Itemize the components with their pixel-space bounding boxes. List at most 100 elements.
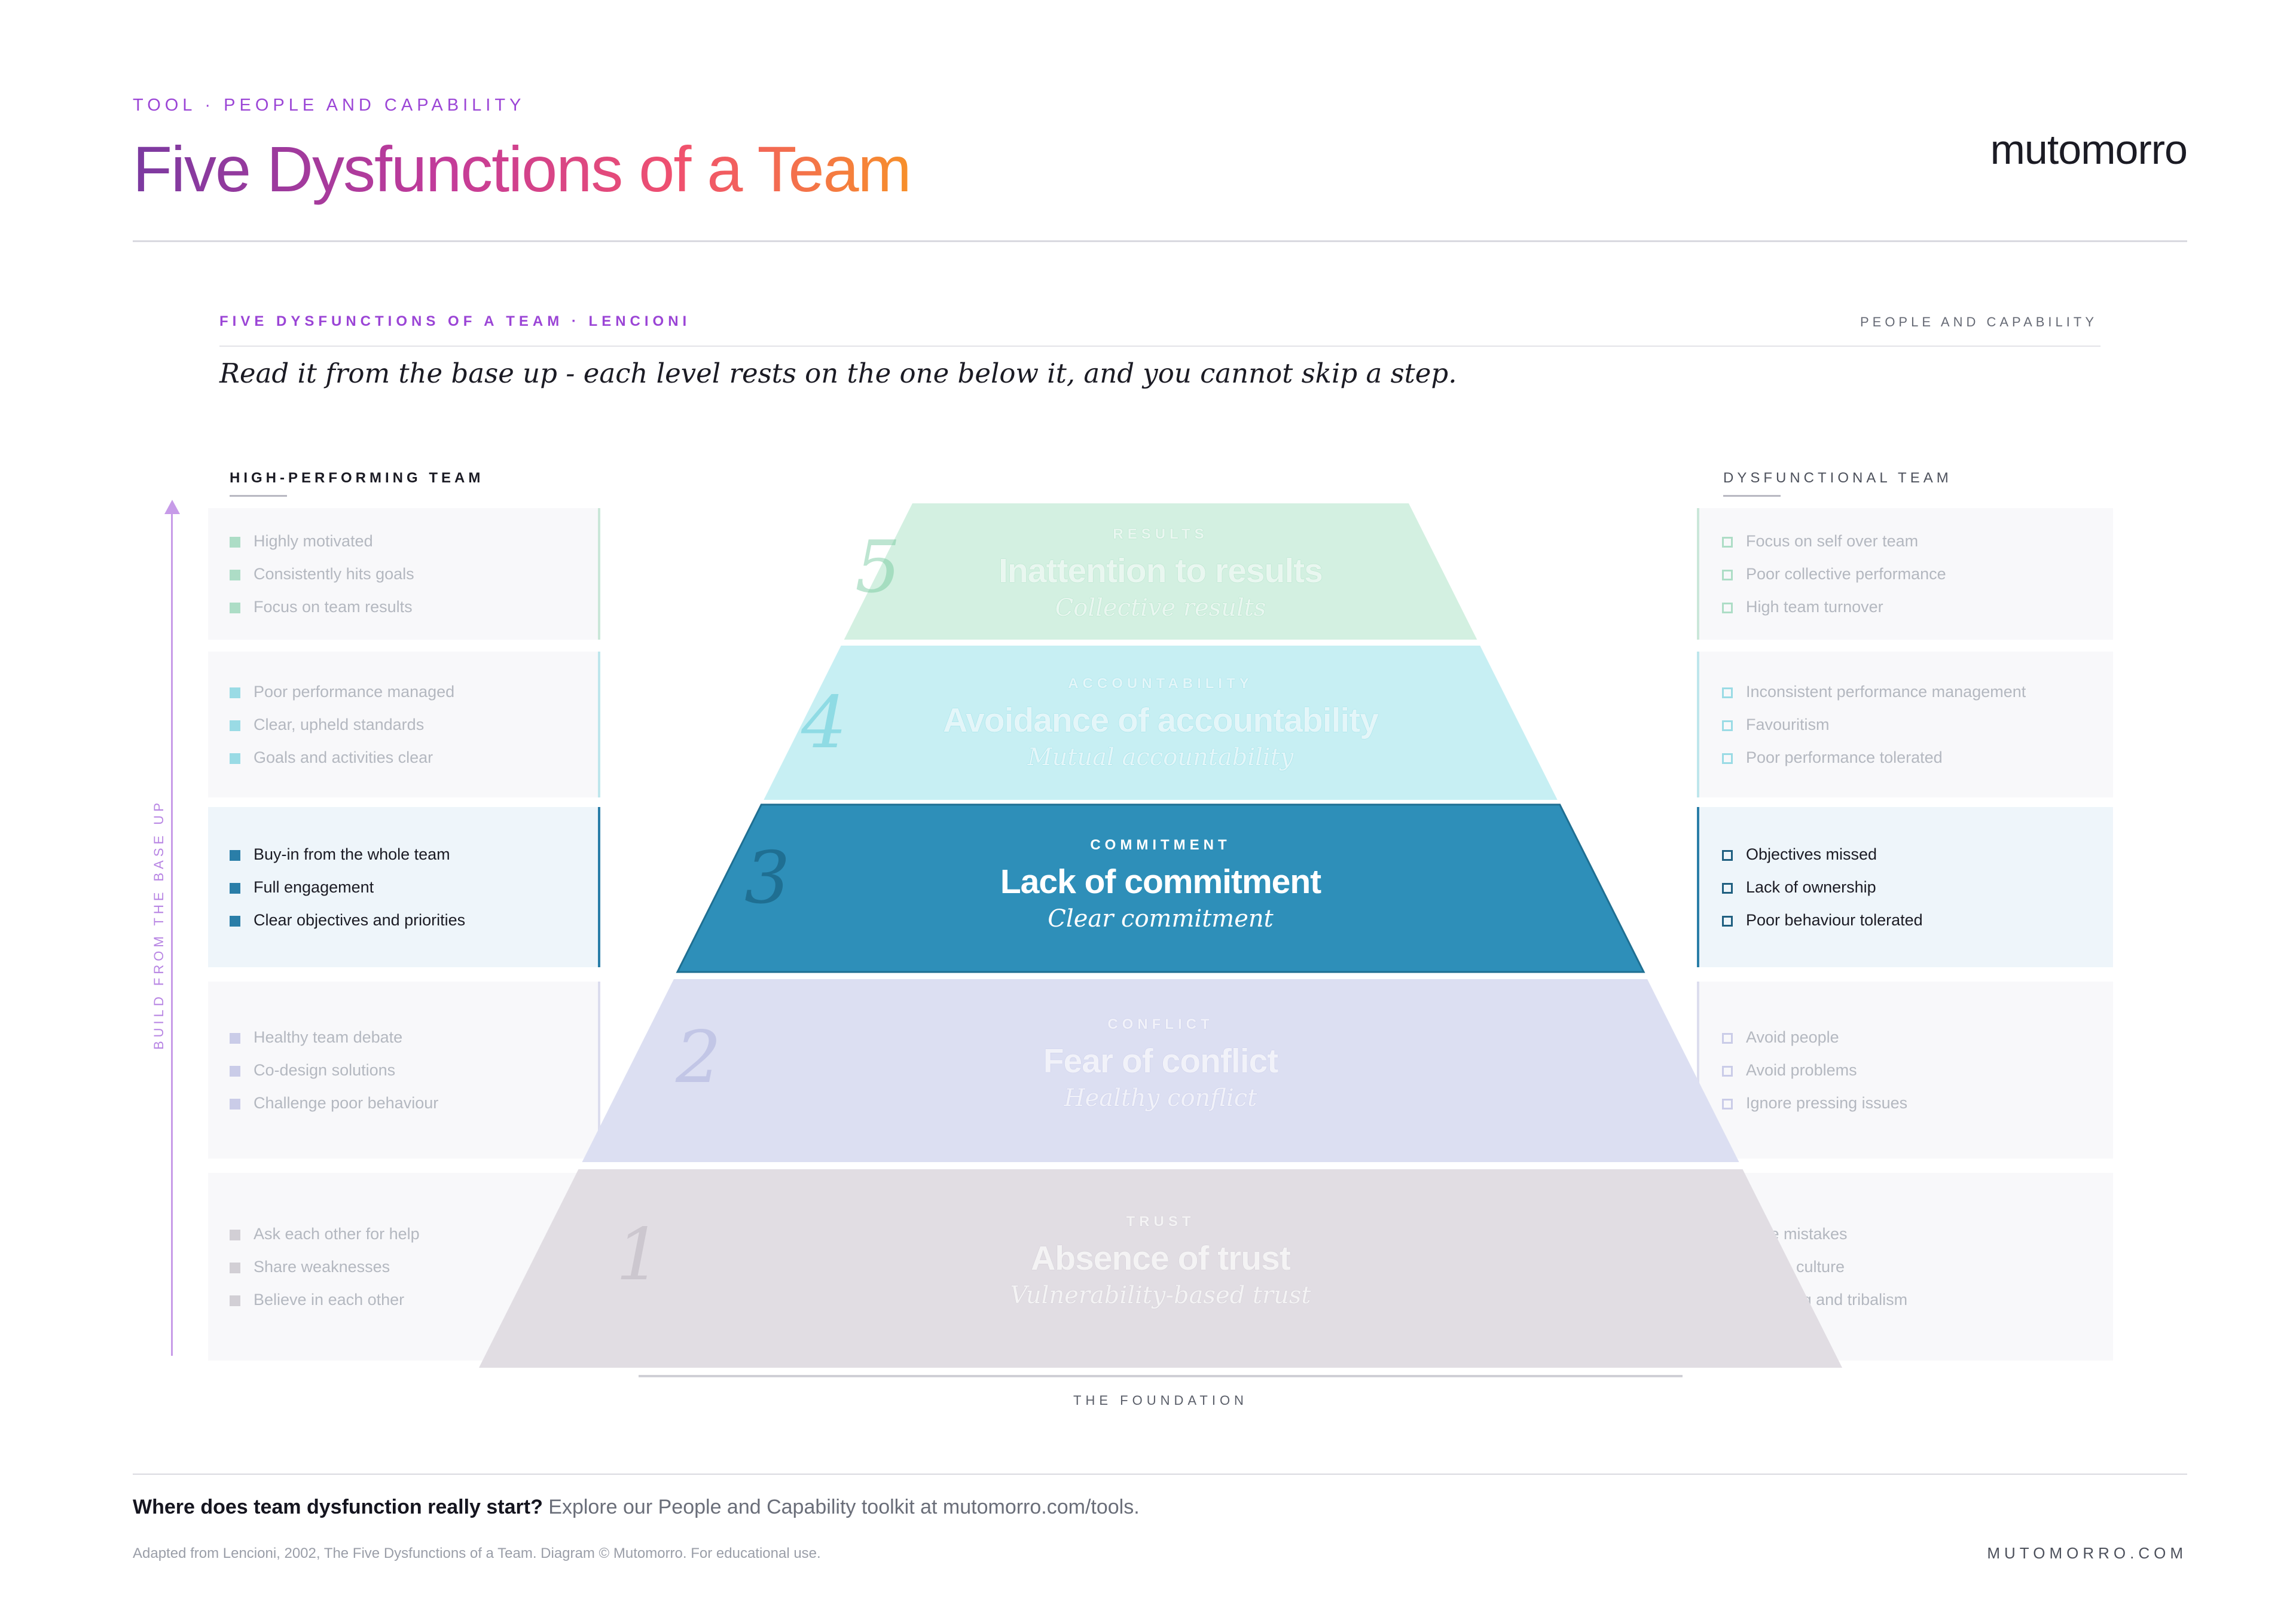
- list-item: Believe in each other: [230, 1283, 420, 1316]
- filled-square-icon: [230, 753, 240, 764]
- list-item-text: Ask each other for help: [254, 1225, 420, 1243]
- tier-number: 2: [676, 1016, 722, 1099]
- tier-positive: Vulnerability-based trust: [1010, 1282, 1311, 1309]
- empty-square-icon: [1722, 603, 1733, 613]
- list-item: Healthy team debate: [230, 1021, 438, 1054]
- list-item-text: Objectives missed: [1746, 845, 1877, 863]
- list-item-text: Clear objectives and priorities: [254, 911, 466, 929]
- list-item: Highly motivated: [230, 525, 414, 558]
- high-performing-heading: HIGH-PERFORMING TEAM: [230, 470, 484, 497]
- pyramid-tier-results[interactable]: [844, 503, 1477, 640]
- list-item: Poor performance tolerated: [1722, 741, 2026, 774]
- list-item: Focus on self over team: [1722, 525, 1946, 558]
- list-item: Favouritism: [1722, 708, 2026, 741]
- list-item-text: Focus on team results: [254, 598, 413, 616]
- list-item-text: Poor performance tolerated: [1746, 748, 1943, 766]
- diagram-divider: [219, 346, 2100, 347]
- list-item: Avoid problems: [1722, 1054, 1907, 1087]
- pyramid-tier-conflict[interactable]: [582, 979, 1739, 1162]
- tier-dysfunction: Avoidance of accountability: [943, 701, 1379, 739]
- tier-number: 5: [855, 526, 901, 609]
- dysfunctional-heading: DYSFUNCTIONAL TEAM: [1723, 470, 1952, 497]
- list-item-text: Goals and activities clear: [254, 748, 433, 766]
- filled-square-icon: [230, 1295, 240, 1306]
- foundation-line: [639, 1375, 1683, 1377]
- list-item: Ignore pressing issues: [1722, 1087, 1907, 1120]
- pyramid-tier-trust[interactable]: [479, 1169, 1842, 1368]
- list-item: Clear, upheld standards: [230, 708, 454, 741]
- empty-square-icon: [1722, 687, 1733, 698]
- tier-number: 4: [801, 681, 847, 765]
- list-item: Avoid people: [1722, 1021, 1907, 1054]
- list-item-text: Poor collective performance: [1746, 565, 1946, 583]
- list-item-text: Buy-in from the whole team: [254, 845, 450, 863]
- list-item: High team turnover: [1722, 591, 1946, 623]
- tier-dysfunction: Inattention to results: [999, 552, 1323, 590]
- footer-site-link[interactable]: MUTOMORRO.COM: [1987, 1544, 2187, 1562]
- list-item: Inconsistent performance management: [1722, 676, 2026, 708]
- footer-cta-link[interactable]: Explore our People and Capability toolki…: [542, 1496, 1140, 1518]
- header-divider: [133, 240, 2187, 242]
- empty-square-icon: [1722, 883, 1733, 894]
- filled-square-icon: [230, 603, 240, 613]
- filled-square-icon: [230, 687, 240, 698]
- list-item-text: Poor performance managed: [254, 683, 455, 701]
- empty-square-icon: [1722, 537, 1733, 548]
- empty-square-icon: [1722, 1099, 1733, 1109]
- high-performing-heading-label: HIGH-PERFORMING TEAM: [230, 470, 484, 486]
- tier-number: 1: [616, 1214, 662, 1297]
- filled-square-icon: [230, 916, 240, 927]
- list-item: Poor behaviour tolerated: [1722, 904, 1923, 937]
- filled-square-icon: [230, 1033, 240, 1044]
- footer-credit: Adapted from Lencioni, 2002, The Five Dy…: [133, 1545, 821, 1561]
- list-item: Full engagement: [230, 871, 465, 904]
- filled-square-icon: [230, 1263, 240, 1273]
- list-item: Poor performance managed: [230, 676, 454, 708]
- build-up-arrow-line: [171, 507, 173, 1356]
- dysfunctional-heading-label: DYSFUNCTIONAL TEAM: [1723, 470, 1952, 486]
- foundation-label: THE FOUNDATION: [1073, 1393, 1248, 1408]
- tier-positive: Collective results: [1055, 594, 1266, 622]
- list-item: Challenge poor behaviour: [230, 1087, 438, 1120]
- footer-cta-question: Where does team dysfunction really start…: [133, 1496, 543, 1518]
- list-item: Poor collective performance: [1722, 558, 1946, 591]
- eyebrow: TOOL · PEOPLE AND CAPABILITY: [133, 96, 526, 115]
- tier-category: RESULTS: [1113, 526, 1208, 542]
- list-item-text: Poor behaviour tolerated: [1746, 911, 1923, 929]
- pyramid-tier-accountability[interactable]: [764, 646, 1558, 800]
- list-item: Consistently hits goals: [230, 558, 414, 591]
- pyramid-tier-commitment[interactable]: [676, 803, 1645, 973]
- page-title: Five Dysfunctions of a Team: [133, 130, 912, 208]
- filled-square-icon: [230, 720, 240, 731]
- brand-logo[interactable]: mutomorro: [1990, 126, 2188, 173]
- empty-square-icon: [1722, 720, 1733, 731]
- list-item: Buy-in from the whole team: [230, 838, 465, 871]
- tier-dysfunction: Absence of trust: [1031, 1239, 1291, 1277]
- list-item-text: Believe in each other: [254, 1291, 405, 1309]
- tier-category: CONFLICT: [1107, 1016, 1214, 1032]
- list-item-text: Lack of ownership: [1746, 878, 1876, 896]
- list-item-text: Favouritism: [1746, 716, 1830, 733]
- empty-square-icon: [1722, 570, 1733, 580]
- list-item: Clear objectives and priorities: [230, 904, 465, 937]
- footer-divider: [133, 1474, 2187, 1475]
- list-item-text: Co-design solutions: [254, 1061, 396, 1079]
- filled-square-icon: [230, 1230, 240, 1240]
- list-item-text: Focus on self over team: [1746, 532, 1919, 550]
- list-item: Goals and activities clear: [230, 741, 454, 774]
- heading-underline: [230, 495, 287, 497]
